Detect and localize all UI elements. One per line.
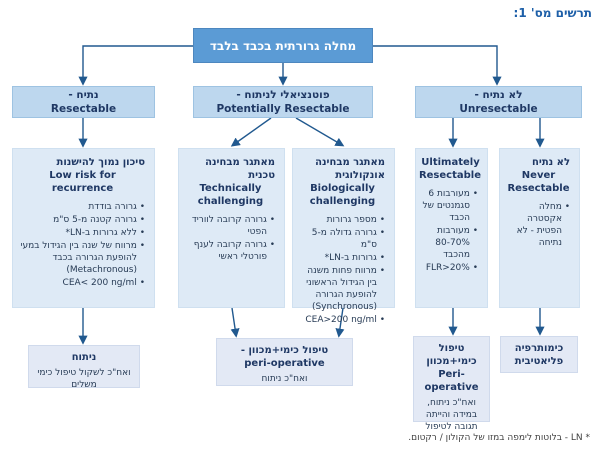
bullet-item: גרורה בודדת: [17, 201, 145, 213]
outcome-surgery-title: ניתוח: [71, 352, 97, 363]
root-node-label: מחלה גרורתית בכבד בלבד: [209, 38, 357, 53]
low-risk-bullet-list: גרורה בודדת גרורה קטנה מ-5 ס"מ ללא גרורו…: [17, 201, 148, 289]
biological-title-en: Biologically challenging: [309, 183, 376, 207]
biological-bullet-list: מספר גרורות גרורה גדולה מ-5 ס"מ גרורות ב…: [297, 214, 388, 326]
technical-bullet-list: גרורה קרובה לווריד הפטי גרורה קרובה לענף…: [183, 214, 278, 263]
bullet-item: גרורה גדולה מ-5 ס"מ: [297, 227, 385, 251]
diagram-caption: תרשים מס' 1:: [513, 6, 592, 20]
bullet-item: CEA< 200 ng/ml: [17, 277, 145, 289]
branch-resectable-label-en: Resectable: [50, 103, 117, 115]
bullet-item: מחלה אקסטרה הפטית - לא נתיחה: [504, 201, 570, 249]
outcome-palliative-title: כימותרפיה פליאטיבית: [514, 343, 564, 367]
technical-title-en: Technically challenging: [197, 183, 264, 207]
branch-unresectable: לא נתיח - Unresectable: [415, 86, 582, 118]
bullet-item: מספר גרורות: [297, 214, 385, 226]
low-risk-title-he: סיכון נמוך להישנות: [56, 157, 145, 168]
outcome-perioperative-mid-box: טיפול כימי+מכוון - peri-operative ואח"כ …: [216, 338, 353, 386]
never-bullet-list: מחלה אקסטרה הפטית - לא נתיחה: [504, 201, 573, 249]
outcome-surgery-box: ניתוח ואח"כ לשקול טיפול כימי משלים: [28, 345, 140, 390]
low-risk-title-en: Low risk for recurrence: [49, 170, 116, 194]
never-resectable-box: לא נתיח Never Resectable מחלה אקסטרה הפט…: [499, 148, 580, 308]
bullet-item: גרורות ב-LN*: [297, 252, 385, 264]
bullet-item: גרורה קטנה מ-5 ס"מ: [17, 214, 145, 226]
low-risk-box: סיכון נמוך להישנות Low risk for recurren…: [12, 148, 155, 308]
branch-potentially-label-en: Potentially Resectable: [216, 103, 350, 115]
never-title-he: לא נתיח: [532, 157, 570, 168]
branch-resectable-label-he: נתיח -: [68, 89, 99, 101]
branch-potentially-resectable: פוטנציאלי לניתוח - Potentially Resectabl…: [193, 86, 373, 118]
ultimately-bullet-list: מעורבות 6 סגמנטים של הכבד מעורבות 80-70%…: [420, 188, 481, 274]
biologically-challenging-box: מאתגר מבחינה אונקולוגית Biologically cha…: [292, 148, 395, 325]
never-title-en: Never Resectable: [507, 170, 570, 194]
bullet-item: מעורבות 80-70% מהכבד: [420, 225, 478, 261]
bullet-item: מרווח של שנה בין הגידול במעי להופעת הגרו…: [17, 240, 145, 276]
biological-title-he: מאתגר מבחינה אונקולוגית: [315, 157, 385, 181]
branch-resectable: נתיח - Resectable: [12, 86, 155, 118]
outcome-periop-right-sub: ואח"כ ניתוח, במידה והייתה תגובה לטיפול: [425, 398, 478, 432]
outcome-surgery-sub: ואח"כ לשקול טיפול כימי משלים: [37, 368, 131, 390]
ultimately-resectable-box: Ultimately Resectable מעורבות 6 סגמנטים …: [415, 148, 488, 308]
outcome-periop-mid-title-en: peri-operative: [244, 358, 325, 369]
technical-title-he: מאתגר מבחינה טכנית: [205, 157, 275, 181]
outcome-periop-mid-title-he: טיפול כימי+מכוון -: [240, 345, 329, 356]
outcome-periop-right-title-en: Peri-operative: [424, 369, 479, 393]
ultimately-title-en: Ultimately Resectable: [418, 157, 481, 181]
outcome-periop-right-title-he: טיפול כימי+מכוון: [426, 343, 477, 367]
technically-challenging-box: מאתגר מבחינה טכנית Technically challengi…: [178, 148, 285, 308]
root-node: מחלה גרורתית בכבד בלבד: [193, 28, 373, 63]
bullet-item: CEA>200 ng/ml: [297, 314, 385, 326]
outcome-periop-mid-sub: ואח"כ ניתוח: [261, 374, 308, 384]
bullet-item: גרורה קרובה לווריד הפטי: [183, 214, 275, 238]
bullet-item: ללא גרורות ב-LN*: [17, 227, 145, 239]
bullet-item: מרווח פחות משנה בין הגידול הראשוני להופע…: [297, 265, 385, 313]
branch-potentially-label-he: פוטנציאלי לניתוח -: [236, 89, 330, 101]
outcome-perioperative-right-box: טיפול כימי+מכוון Peri-operative ואח"כ ני…: [413, 336, 490, 432]
bullet-item: FLR>20%: [420, 262, 478, 274]
branch-unresectable-label-he: לא נתיח -: [474, 89, 523, 101]
branch-unresectable-label-en: Unresectable: [459, 103, 538, 115]
ln-footnote: * LN - בלוטות לימפה במזו של הקולון / רקט…: [408, 433, 590, 443]
outcome-palliative-box: כימותרפיה פליאטיבית: [500, 336, 578, 373]
bullet-item: גרורה קרובה לענף פורטלי ראשי: [183, 239, 275, 263]
bullet-item: מעורבות 6 סגמנטים של הכבד: [420, 188, 478, 224]
